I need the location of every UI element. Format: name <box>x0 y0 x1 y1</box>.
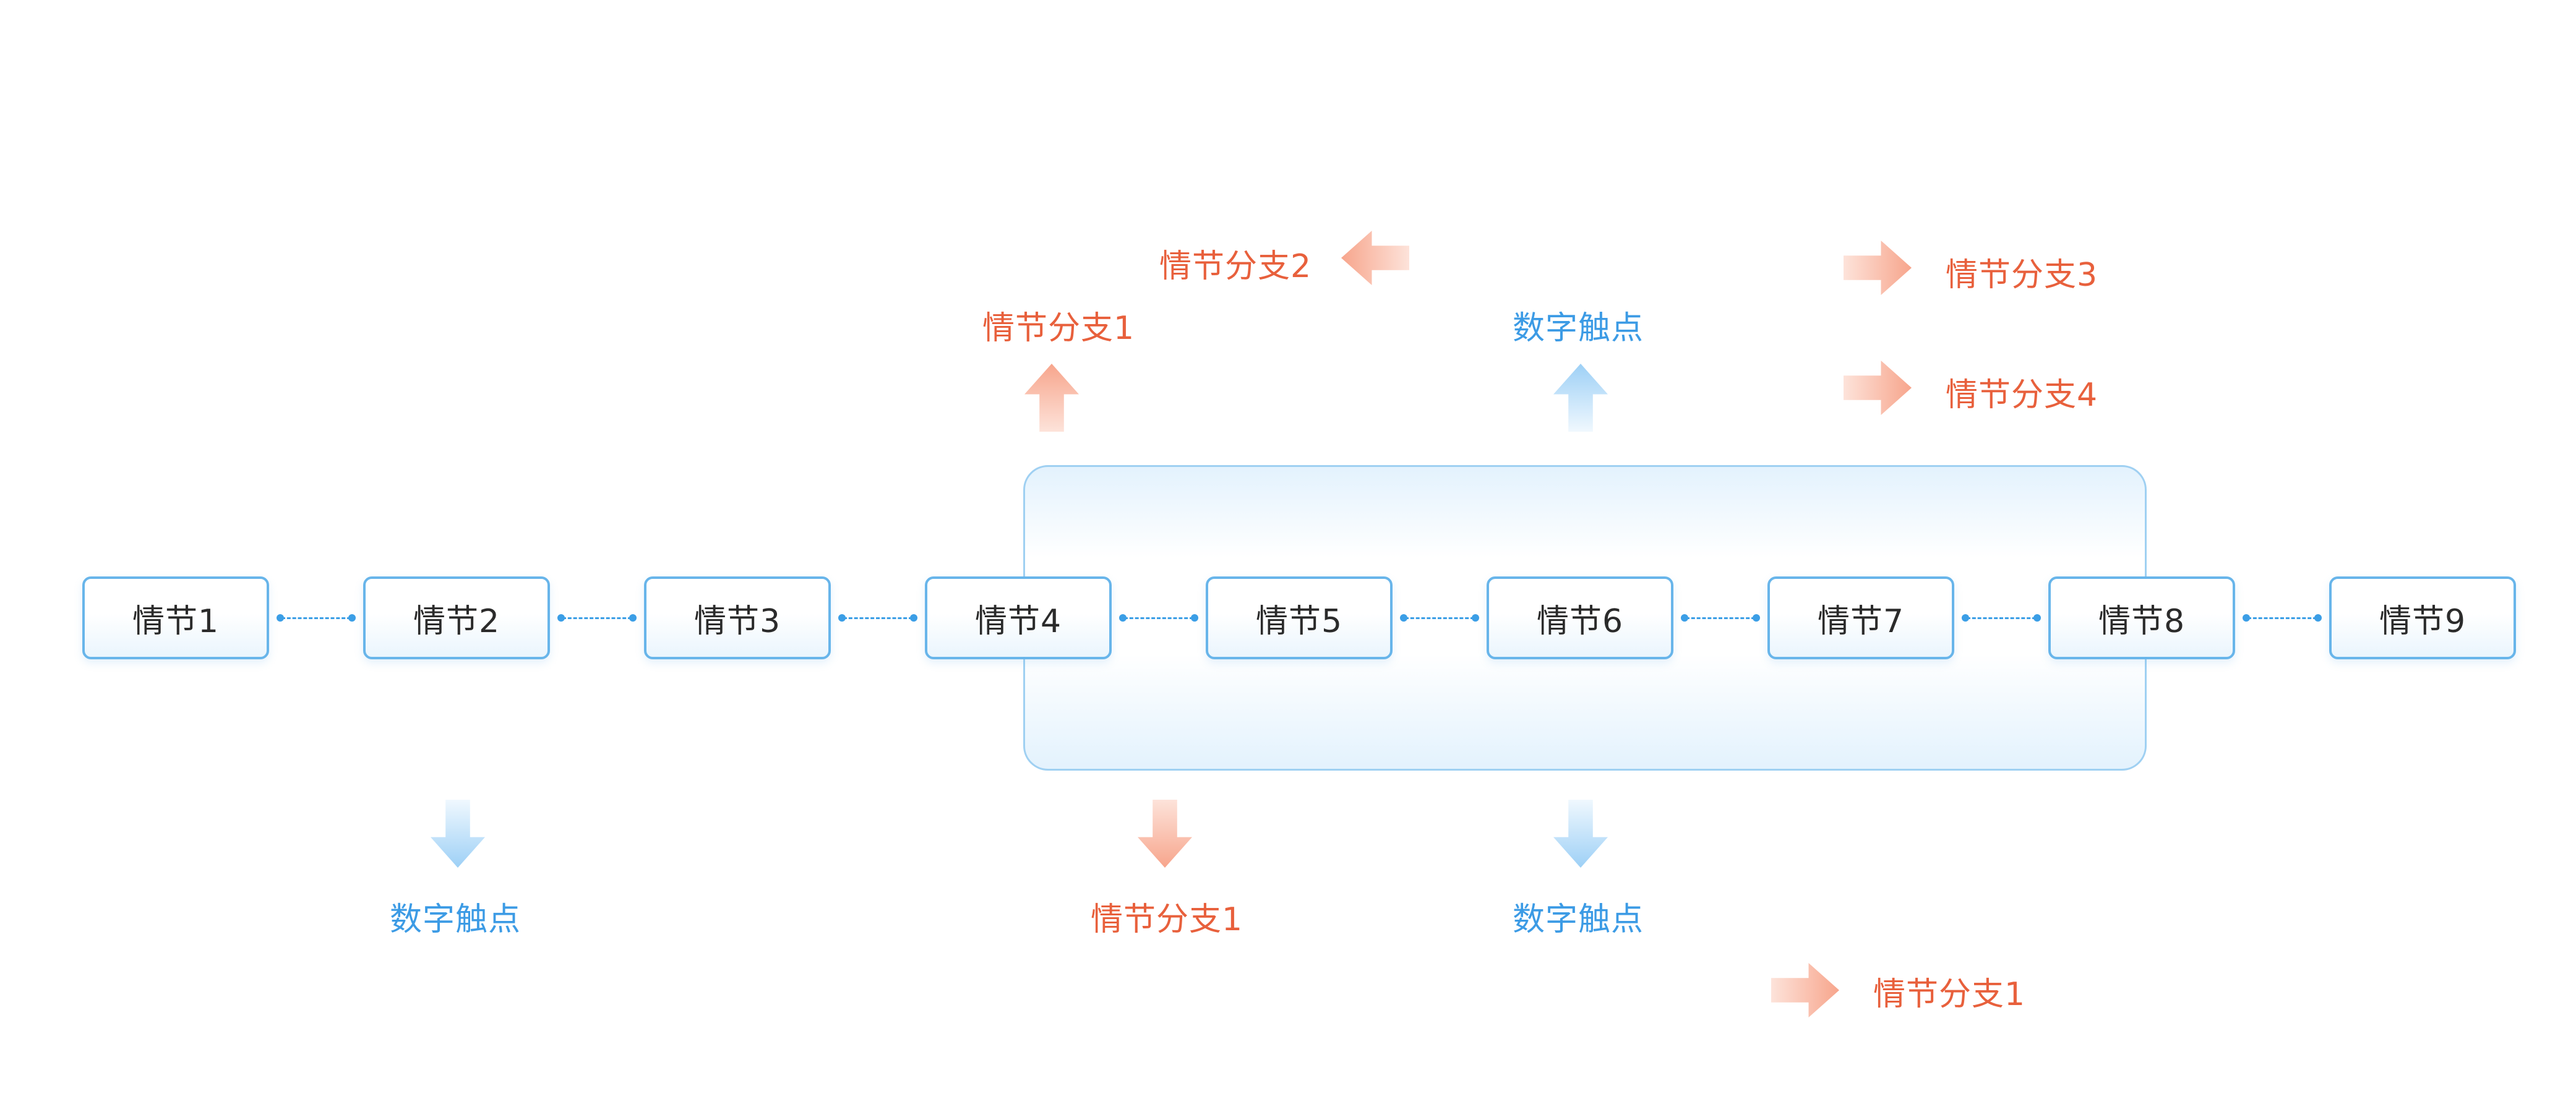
plot-node-6[interactable]: 情节6 <box>1487 576 1673 659</box>
plot-node-8[interactable]: 情节8 <box>2048 576 2235 659</box>
plot-node-7[interactable]: 情节7 <box>1767 576 1954 659</box>
arrow-icon <box>1771 956 1839 1024</box>
connector-7-8 <box>1962 614 2041 622</box>
branch-label-1-top: 情节分支1 <box>982 310 1135 347</box>
connector-8-9 <box>2243 614 2322 622</box>
plot-node-3[interactable]: 情节3 <box>644 576 831 659</box>
arrow-icon <box>1341 224 1409 292</box>
arrow-icon <box>1131 800 1199 868</box>
arrow-icon <box>424 800 492 868</box>
connector-1-2 <box>277 614 356 622</box>
touchpoint-label-bottom-mid: 数字触点 <box>1513 901 1644 938</box>
branch-label-1-bottom-right: 情节分支1 <box>1873 976 2026 1013</box>
arrow-icon <box>1844 234 1912 302</box>
plot-node-2[interactable]: 情节2 <box>363 576 550 659</box>
plot-node-4[interactable]: 情节4 <box>925 576 1112 659</box>
plot-node-1[interactable]: 情节1 <box>82 576 269 659</box>
connector-4-5 <box>1119 614 1198 622</box>
connector-2-3 <box>557 614 637 622</box>
branch-label-1-bottom: 情节分支1 <box>1091 901 1243 938</box>
branch-label-4: 情节分支4 <box>1946 377 2098 414</box>
branch-label-2: 情节分支2 <box>1159 248 1312 285</box>
touchpoint-label-top: 数字触点 <box>1513 310 1644 347</box>
connector-6-7 <box>1681 614 1760 622</box>
arrow-icon <box>1844 354 1912 422</box>
branch-label-3: 情节分支3 <box>1946 257 2098 294</box>
arrow-icon <box>1547 364 1615 432</box>
connector-3-4 <box>838 614 917 622</box>
connector-5-6 <box>1400 614 1479 622</box>
arrow-icon <box>1018 364 1086 432</box>
plot-node-9[interactable]: 情节9 <box>2329 576 2516 659</box>
plot-node-5[interactable]: 情节5 <box>1206 576 1393 659</box>
touchpoint-label-bottom-left: 数字触点 <box>390 901 522 938</box>
arrow-icon <box>1547 800 1615 868</box>
